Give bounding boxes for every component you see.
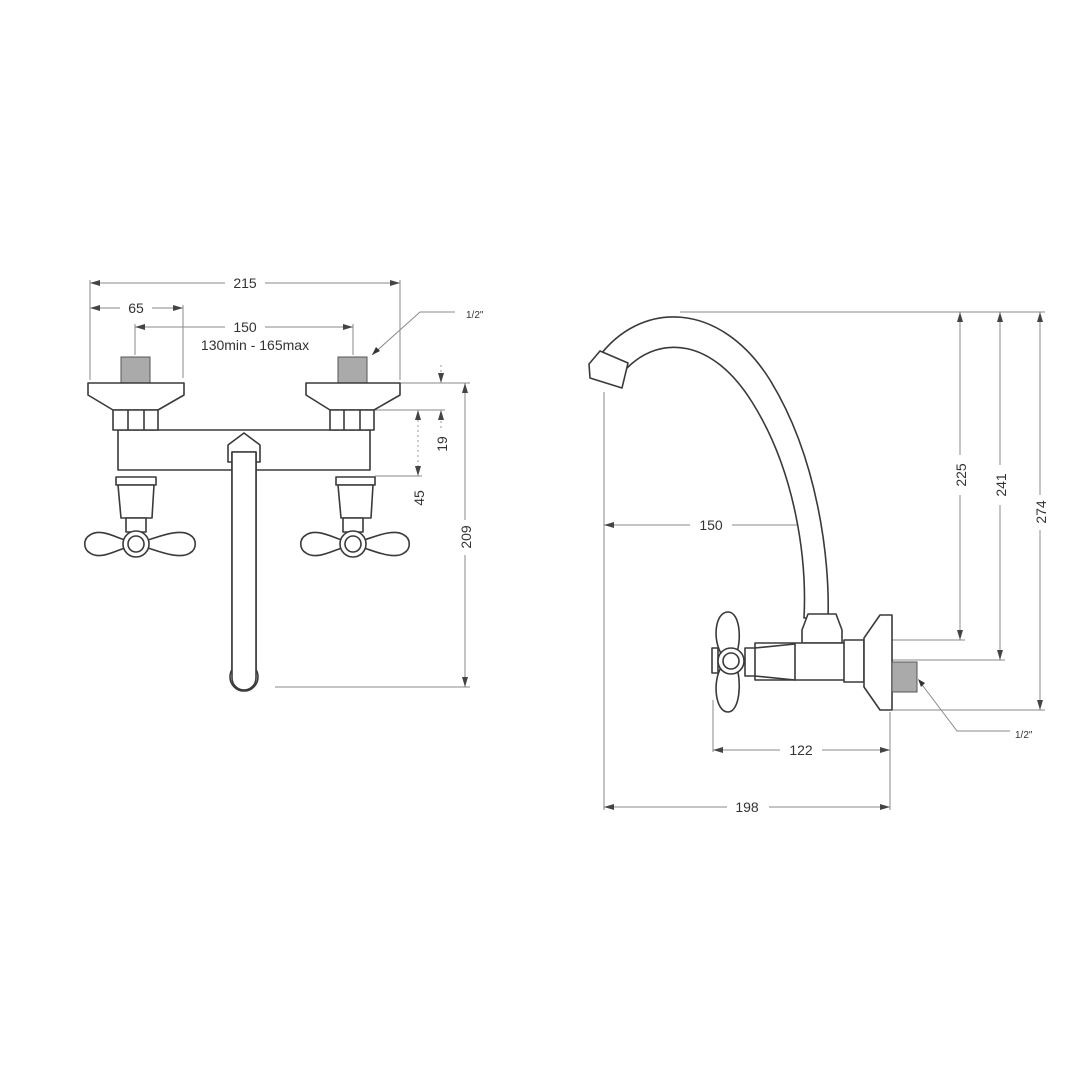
flange-left bbox=[87, 382, 185, 411]
spout-nut-side bbox=[801, 613, 843, 644]
dim-65: 65 bbox=[128, 300, 144, 316]
dim-198: 198 bbox=[735, 799, 759, 815]
wall-flange bbox=[863, 614, 893, 711]
front-tap-body bbox=[83, 356, 411, 692]
valve-bodies bbox=[117, 484, 374, 519]
dim-range: 130min - 165max bbox=[201, 337, 309, 353]
dim-19: 19 bbox=[434, 436, 450, 452]
thread-stub-side bbox=[891, 661, 918, 693]
hex-nut-side bbox=[843, 639, 865, 683]
nozzle bbox=[588, 350, 629, 389]
front-dimensions: 215 65 150 130min - 165max 1/2" 19 45 20… bbox=[89, 274, 484, 688]
dim-241: 241 bbox=[993, 473, 1009, 497]
stem-left bbox=[125, 517, 147, 533]
side-tap-body bbox=[588, 316, 918, 713]
handle-side-icon bbox=[711, 611, 745, 713]
dim-45: 45 bbox=[411, 490, 427, 506]
spout-curve bbox=[597, 316, 830, 619]
dim-150-reach: 150 bbox=[699, 517, 723, 533]
dim-122: 122 bbox=[789, 742, 813, 758]
handle-right-icon bbox=[299, 530, 411, 558]
hex-nut-right bbox=[329, 409, 375, 431]
hex-nut-left bbox=[112, 409, 159, 431]
stem-right bbox=[342, 517, 364, 533]
thread-label-side: 1/2" bbox=[1015, 730, 1033, 741]
dim-209: 209 bbox=[458, 525, 474, 549]
flange-right bbox=[305, 382, 401, 411]
thread-stub-right bbox=[337, 356, 368, 384]
dim-215: 215 bbox=[233, 275, 257, 291]
thread-stub-left bbox=[120, 356, 151, 384]
dim-274: 274 bbox=[1033, 500, 1049, 524]
dim-150: 150 bbox=[233, 319, 257, 335]
side-dimensions: 225 241 274 150 122 198 1/2" bbox=[603, 311, 1049, 816]
front-view: 215 65 150 130min - 165max 1/2" 19 45 20… bbox=[83, 274, 484, 692]
thread-label: 1/2" bbox=[466, 310, 484, 321]
dim-225: 225 bbox=[953, 463, 969, 487]
handle-left-icon bbox=[83, 530, 197, 558]
side-view: 225 241 274 150 122 198 1/2" bbox=[588, 311, 1049, 816]
